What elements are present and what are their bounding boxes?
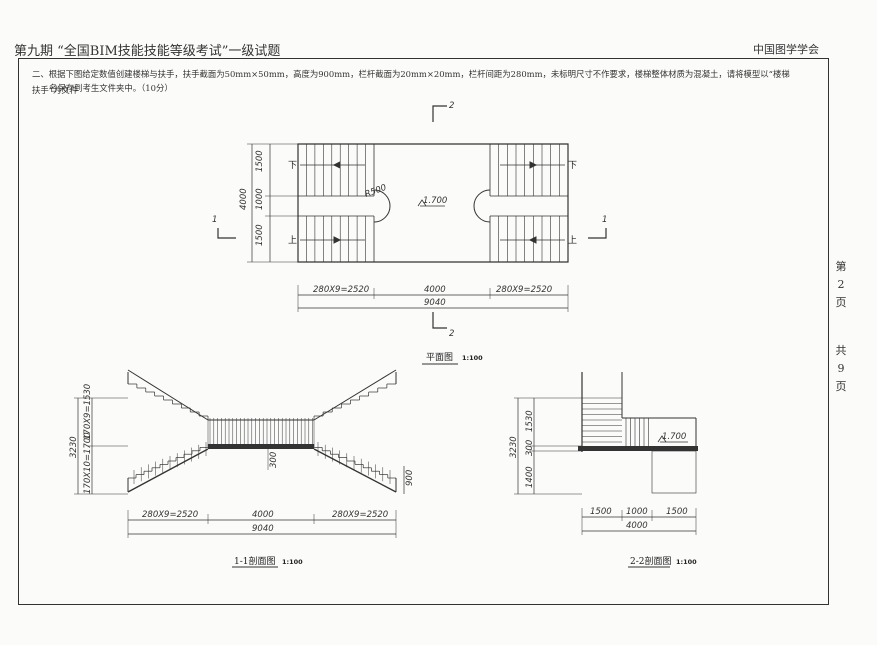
- plan-dim-4000: 4000: [239, 188, 249, 210]
- section-2-2-view: [514, 372, 698, 568]
- s11-title: 1-1剖面图: [234, 555, 276, 567]
- s22-scale: 1:100: [676, 558, 697, 566]
- plan-down-label: 下: [288, 161, 297, 171]
- plan-dim-right-flight: 280X9=2520: [496, 285, 552, 295]
- section-marker-1-left: 1: [212, 215, 217, 225]
- s11-dim-3230: 3230: [69, 436, 79, 458]
- s22-dim-1530: 1530: [525, 410, 535, 432]
- s22-dim-1500-right: 1500: [666, 507, 688, 517]
- s11-dim-left: 280X9=2520: [142, 510, 198, 520]
- s22-dim-1500-left: 1500: [590, 507, 612, 517]
- section-2-2-text: 3230 1530 300 1400 1500 1000 1500 4000 1…: [509, 410, 697, 567]
- plan-up-label: 上: [288, 235, 297, 246]
- drawing-frame: [18, 58, 829, 605]
- plan-view: [217, 105, 607, 365]
- plan-dim-left-flight: 280X9=2520: [313, 285, 369, 295]
- page-char: 页: [835, 296, 847, 309]
- s11-dim-slab: 300: [269, 452, 279, 468]
- plan-scale: 1:100: [462, 354, 483, 362]
- page-char: 9: [837, 362, 845, 375]
- s22-dim-300: 300: [525, 440, 535, 456]
- s22-elevation: 1.700: [662, 432, 686, 442]
- page-char: 共: [835, 344, 847, 357]
- s11-dim-total: 9040: [252, 524, 274, 534]
- s11-dim-mid: 4000: [252, 510, 274, 520]
- plan-right-flights: [489, 144, 568, 262]
- plan-dim-landing: 4000: [424, 285, 446, 295]
- s22-title: 2-2剖面图: [630, 555, 672, 567]
- s22-dim-1400: 1400: [525, 466, 535, 488]
- s22-dim-4000: 4000: [626, 521, 648, 531]
- plan-dim-1500-top: 1500: [255, 150, 265, 172]
- plan-up-label-right: 上: [568, 235, 577, 246]
- plan-left-flights: [298, 144, 375, 262]
- page-number-total: 共 9 页: [834, 342, 848, 396]
- s22-dim-1000: 1000: [626, 507, 648, 517]
- section-1-1-text: 3230 170X9=1530 170X10=1700 300 900 280X…: [69, 384, 415, 567]
- page-char: 页: [835, 380, 847, 393]
- plan-radius-label: R500: [364, 183, 388, 200]
- section-1-1-treads: [128, 383, 396, 479]
- s22-dim-3230: 3230: [509, 436, 519, 458]
- s11-dim-lower: 170X10=1700: [83, 432, 93, 494]
- s11-dim-upper: 170X9=1530: [83, 384, 93, 440]
- section-1-1-view: [74, 369, 405, 568]
- plan-dim-1500-bottom: 1500: [255, 224, 265, 246]
- exam-title: 第九期 “全国BIM技能技能等级考试”一级试题: [14, 44, 281, 59]
- section-marker-1-right: 1: [602, 215, 607, 225]
- page-char: 第: [835, 260, 847, 273]
- plan-dim-1000: 1000: [255, 188, 265, 210]
- plan-dim-total: 9040: [424, 298, 446, 308]
- page-number-current: 第 2 页: [834, 258, 848, 312]
- plan-title: 平面图: [426, 352, 453, 363]
- plan-elevation-label: 1.700: [423, 196, 447, 206]
- section-marker-2-bottom: 2: [449, 329, 454, 339]
- page-char: 2: [837, 278, 845, 291]
- s11-scale: 1:100: [282, 558, 303, 566]
- organization-name: 中国图学学会: [753, 43, 819, 56]
- s11-dim-rail: 900: [405, 470, 415, 486]
- section-1-1-balusters: [133, 418, 391, 484]
- section-2-2-treads: [582, 397, 649, 446]
- question-text-line2: 名保存到考生文件夹中。（10分）: [49, 83, 173, 93]
- plan-stair-treads: [306, 144, 560, 262]
- plan-text: 1500 1000 1500 4000 280X9=2520 4000 280X…: [212, 101, 607, 363]
- question-text-line1: 二、根据下图给定数值创建楼梯与扶手，扶手截面为50mm×50mm，高度为900m…: [32, 69, 790, 95]
- plan-down-label-right: 下: [568, 161, 577, 171]
- section-marker-2-top: 2: [449, 101, 454, 111]
- s11-dim-right: 280X9=2520: [332, 510, 388, 520]
